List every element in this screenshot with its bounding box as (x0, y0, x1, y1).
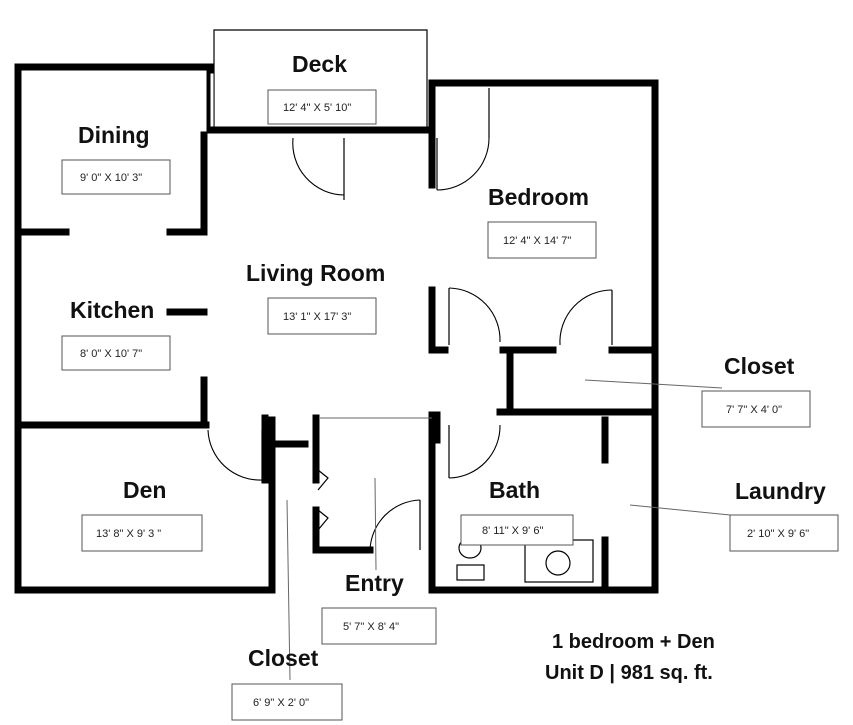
closet-entry-label: Closet (248, 645, 319, 671)
living-label: Living Room (246, 260, 385, 286)
interior-walls (18, 131, 656, 589)
laundry-dims: 2' 10" X 9' 6" (747, 528, 809, 540)
bedroom-dims: 12' 4" X 14' 7" (503, 235, 571, 247)
caption-line-1: 1 bedroom + Den (552, 631, 715, 653)
deck-dims: 12' 4" X 5' 10" (283, 102, 351, 114)
deck-label: Deck (292, 51, 347, 77)
leader-lines (286, 379, 731, 681)
kitchen-dims: 8' 0" X 10' 7" (80, 348, 142, 360)
dining-label: Dining (78, 122, 150, 148)
room-labels: Deck 12' 4" X 5' 10" Dining 9' 0" X 10' … (61, 51, 839, 721)
doors (207, 88, 613, 551)
kitchen-label: Kitchen (70, 297, 154, 323)
living-dims: 13' 1" X 17' 3" (283, 311, 351, 323)
closet-bed-dims: 7' 7" X 4' 0" (726, 404, 782, 416)
deck-outline (213, 29, 428, 128)
caption-line-2: Unit D | 981 sq. ft. (545, 662, 713, 684)
dining-dims: 9' 0" X 10' 3" (80, 172, 142, 184)
sink-counter (524, 539, 594, 583)
sink-basin (545, 550, 571, 576)
entry-dims: 5' 7" X 8' 4" (343, 621, 399, 633)
bath-dims: 8' 11" X 9' 6" (482, 525, 543, 537)
laundry-label: Laundry (735, 478, 826, 504)
bedroom-label: Bedroom (488, 184, 589, 210)
den-label: Den (123, 477, 166, 503)
toilet-tank (456, 564, 485, 581)
bath-label: Bath (489, 477, 540, 503)
exterior-walls (14, 63, 659, 594)
closet-bed-label: Closet (724, 353, 795, 379)
plan-caption: 1 bedroom + Den Unit D | 981 sq. ft. (545, 631, 715, 684)
entry-label: Entry (345, 570, 404, 596)
closet-entry-dims: 6' 9" X 2' 0" (253, 697, 309, 709)
den-dims: 13' 8" X 9' 3 " (96, 528, 161, 540)
